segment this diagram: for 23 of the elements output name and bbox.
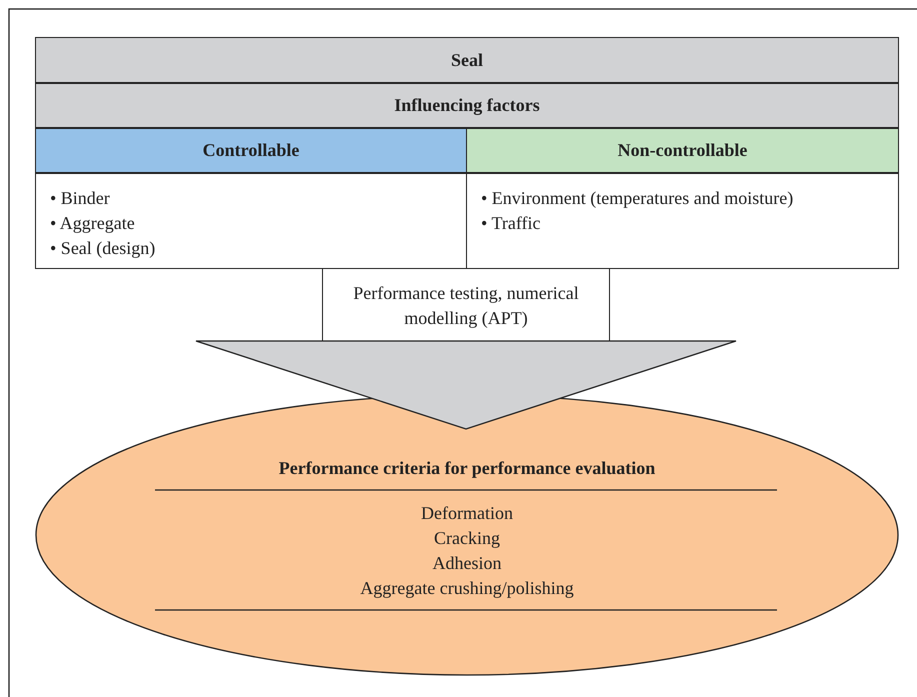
- heading-text: Controllable: [202, 139, 300, 162]
- bullet-item: • Binder: [50, 187, 111, 210]
- box-text: Performance testing, numerical modelling (APT): [352, 282, 580, 330]
- criterion-text: Deformation: [421, 502, 513, 525]
- heading-text: Performance criteria for performance evaluation: [278, 457, 656, 480]
- bullet-item: • Traffic: [481, 212, 542, 235]
- title-band: [35, 37, 899, 83]
- criterion-text: Adhesion: [432, 552, 502, 575]
- heading-text: Seal: [450, 48, 483, 72]
- heading-text: Influencing factors: [394, 94, 540, 117]
- heading-text: Non-controllable: [618, 139, 748, 162]
- chevron-arrow: [195, 340, 737, 430]
- bullet-item: • Seal (design): [50, 237, 156, 260]
- bullet-item: • Aggregate: [50, 212, 136, 235]
- list-cell: [35, 173, 467, 269]
- column-header: [466, 128, 899, 173]
- process-box: [322, 268, 610, 341]
- list-cell: [466, 173, 899, 269]
- criterion-text: Cracking: [434, 527, 500, 550]
- criterion-text: Aggregate crushing/polishing: [360, 577, 574, 600]
- bullet-item: • Environment (temperatures and moisture): [481, 187, 794, 210]
- header-band: [35, 83, 899, 128]
- column-header: [35, 128, 467, 173]
